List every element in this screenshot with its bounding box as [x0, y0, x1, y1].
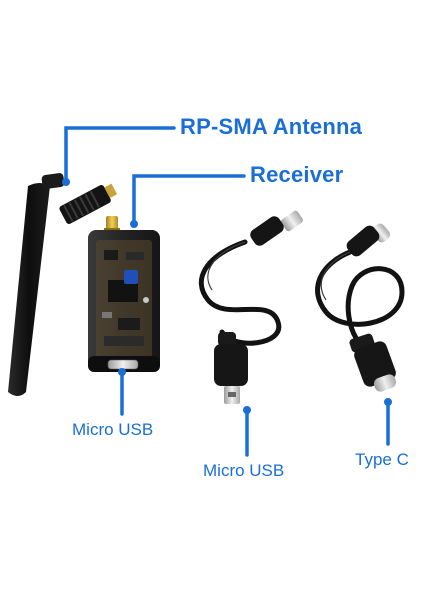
antenna-group: [8, 173, 118, 396]
type-c-cable-label: Type C: [355, 450, 409, 469]
receiver-label: Receiver: [250, 162, 344, 187]
receiver-blue-component: [124, 270, 138, 284]
micro-usb-cable: [198, 210, 304, 404]
typec-cable-wire: [315, 249, 405, 341]
antenna-ribbed-base: [59, 183, 118, 224]
micro-cable-wire: [198, 239, 282, 346]
leader-receiver: [132, 174, 246, 224]
receiver-micro-usb-port: [107, 359, 139, 370]
antenna-whip: [8, 183, 50, 396]
micro-bottom-housing: [214, 344, 248, 386]
leader-antenna: [64, 126, 176, 182]
receiver-group: [88, 216, 160, 372]
micro-usb-cable-label: Micro USB: [203, 461, 285, 480]
antenna-label: RP-SMA Antenna: [180, 114, 363, 139]
typec-bottom-housing: [354, 341, 396, 387]
type-c-cable: [315, 223, 405, 392]
antenna-hinge: [41, 173, 65, 189]
leader-lines: [62, 126, 392, 457]
receiver-port-label: Micro USB: [72, 420, 154, 439]
